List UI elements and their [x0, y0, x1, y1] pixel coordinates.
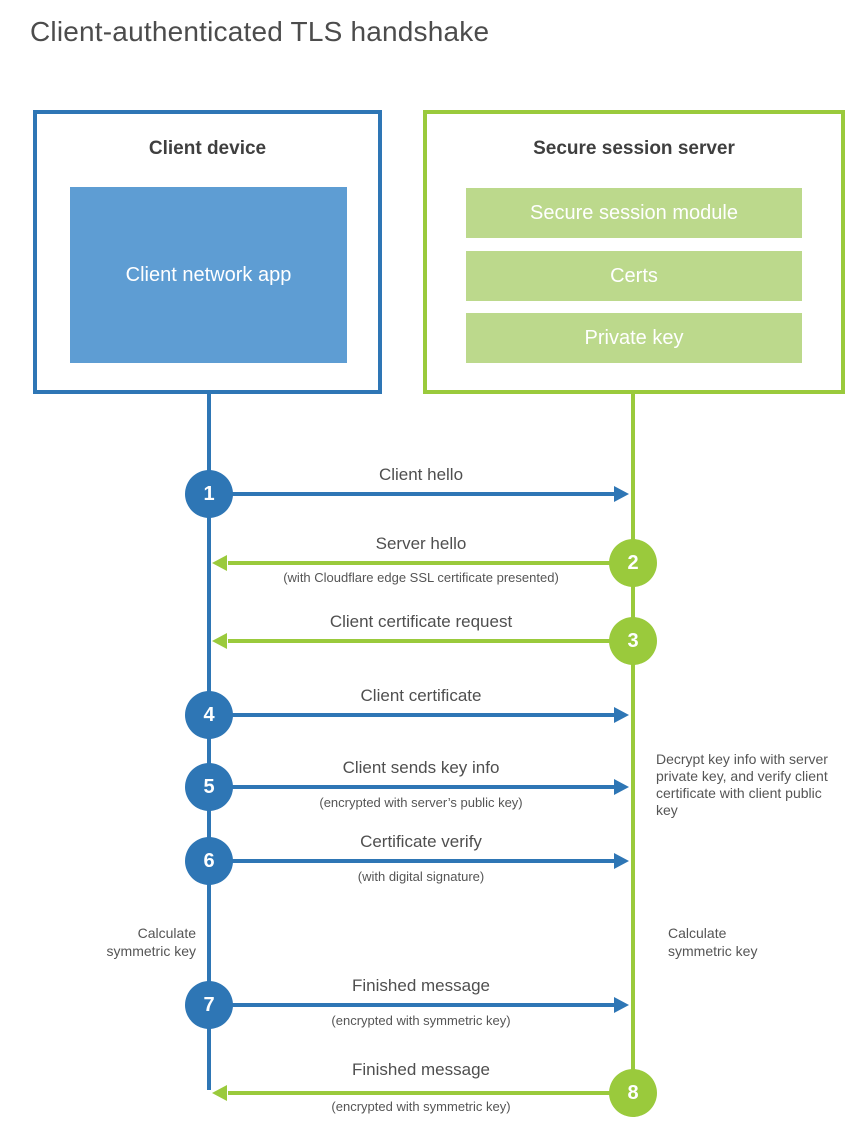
decrypt-note: Decrypt key info with server private key… [656, 751, 828, 818]
step-1-badge: 1 [185, 470, 233, 518]
step-3-arrow [228, 639, 633, 643]
arrowhead-right-icon [614, 853, 629, 869]
private-key-bar: Private key [466, 313, 802, 363]
arrowhead-right-icon [614, 997, 629, 1013]
step-7-arrow [209, 1003, 614, 1007]
client-network-app-box: Client network app [70, 187, 347, 363]
arrowhead-right-icon [614, 707, 629, 723]
step-6-label: Certificate verify [360, 832, 482, 851]
step-1-label: Client hello [378, 465, 464, 484]
arrowhead-right-icon [614, 779, 629, 795]
step-8-label: Finished message [352, 1060, 490, 1079]
step-2-badge: 2 [609, 539, 657, 587]
server-lifeline [631, 392, 635, 1093]
arrowhead-left-icon [212, 555, 227, 571]
secure-session-module-bar: Secure session module [466, 188, 802, 238]
step-6-sublabel: (with digital signature) [357, 869, 485, 884]
step-5-badge: 5 [185, 763, 233, 811]
step-8-badge: 8 [609, 1069, 657, 1117]
step-7-sublabel: (encrypted with symmetric key) [331, 1013, 511, 1028]
step-4-label: Client certificate [360, 686, 482, 705]
step-8-arrow [228, 1091, 633, 1095]
client-lifeline [207, 392, 211, 1090]
step-5-label: Client sends key info [342, 758, 500, 777]
step-3-badge: 3 [609, 617, 657, 665]
step-6-badge: 6 [185, 837, 233, 885]
step-4-arrow [209, 713, 614, 717]
step-2-label: Server hello [375, 534, 467, 553]
arrowhead-right-icon [614, 486, 629, 502]
client-network-app-label: Client network app [125, 264, 292, 286]
step-4-badge: 4 [185, 691, 233, 739]
certs-bar: Certs [466, 251, 802, 301]
step-6-arrow [209, 859, 614, 863]
step-2-sublabel: (with Cloudflare edge SSL certificate pr… [283, 570, 559, 585]
step-8-sublabel: (encrypted with symmetric key) [331, 1099, 511, 1114]
calculate-symmetric-key-server: Calculate symmetric key [668, 925, 758, 959]
step-1-arrow [209, 492, 614, 496]
page-title: Client-authenticated TLS handshake [30, 16, 490, 47]
step-7-badge: 7 [185, 981, 233, 1029]
step-5-sublabel: (encrypted with server’s public key) [319, 795, 523, 810]
step-5-arrow [209, 785, 614, 789]
step-7-label: Finished message [352, 976, 490, 995]
client-device-title: Client device [148, 138, 267, 159]
step-3-label: Client certificate request [329, 612, 513, 631]
step-2-arrow [228, 561, 633, 565]
secure-session-server-title: Secure session server [533, 138, 735, 159]
arrowhead-left-icon [212, 1085, 227, 1101]
arrowhead-left-icon [212, 633, 227, 649]
calculate-symmetric-key-client: Calculate symmetric key [106, 925, 196, 959]
